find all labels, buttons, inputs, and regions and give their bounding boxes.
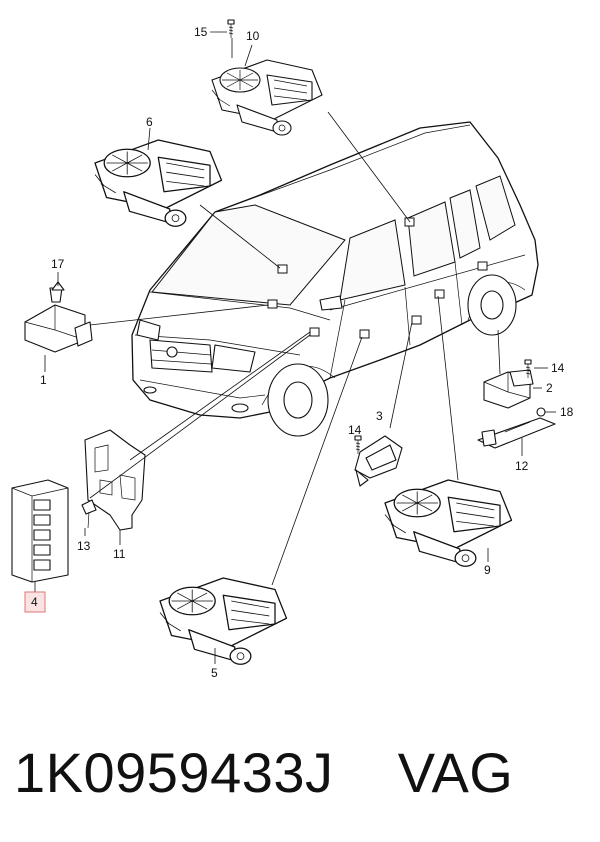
window-motor-part-5	[159, 577, 288, 665]
leader-lines	[34, 38, 556, 664]
callout-14-right: 14	[551, 361, 565, 375]
callout-10: 10	[246, 29, 260, 43]
callout-3: 3	[376, 409, 383, 423]
callout-17: 17	[51, 257, 65, 271]
part-number: 1K0959433J	[14, 741, 334, 804]
callout-4: 4	[31, 595, 38, 609]
callout-15: 15	[194, 25, 208, 39]
sensor-part-3	[354, 435, 403, 487]
parts-diagram: 15 10 6 17 1 14 2 18 12 3 14 9 5 13 11 4	[11, 19, 574, 680]
callout-5: 5	[211, 666, 218, 680]
window-motor-part-6	[94, 139, 223, 227]
caption: 1K0959433J VAG	[14, 740, 594, 820]
bracket-part-11	[84, 429, 146, 531]
callout-2: 2	[546, 381, 553, 395]
nut-part-18	[536, 407, 546, 417]
car-illustration	[131, 121, 539, 437]
relay-holder-part-4	[11, 479, 69, 583]
callout-18: 18	[560, 405, 574, 419]
sensor-part-2	[483, 369, 534, 409]
callout-12: 12	[515, 459, 529, 473]
callout-11: 11	[113, 547, 126, 561]
bracket-part-12	[477, 417, 556, 449]
callout-14-left: 14	[348, 423, 362, 437]
window-motor-part-10	[211, 59, 323, 136]
callout-9: 9	[484, 563, 491, 577]
callout-6: 6	[146, 115, 153, 129]
callout-13: 13	[77, 539, 91, 553]
screw-part-13	[81, 499, 97, 529]
brand-name: VAG	[397, 741, 514, 804]
callout-1: 1	[40, 373, 47, 387]
window-motor-part-9	[384, 479, 513, 567]
control-unit-part-1	[24, 287, 93, 353]
callout-4-highlight	[24, 591, 46, 613]
screw-part-15	[227, 19, 235, 39]
